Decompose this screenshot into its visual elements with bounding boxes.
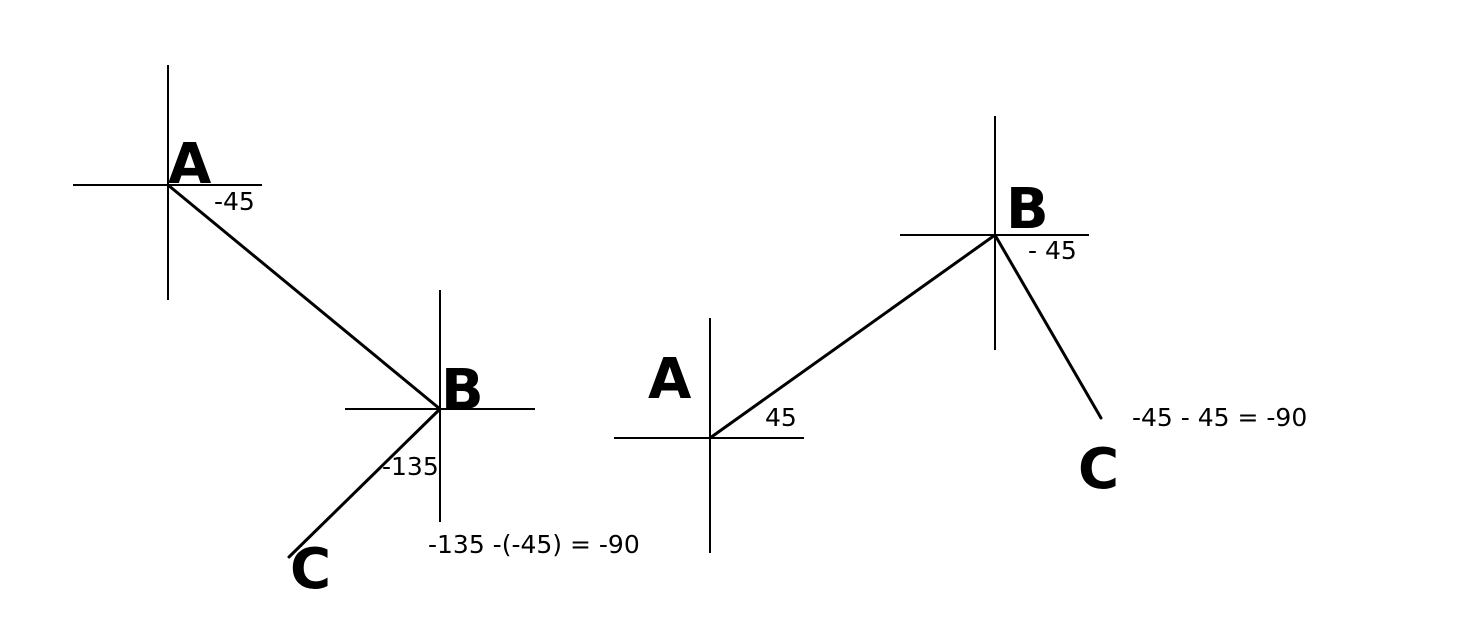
right-diagram: A B C 45 - 45 -45 - 45 = -90: [614, 116, 1307, 553]
left-point-b-label: B: [441, 358, 484, 423]
left-equation: -135 -(-45) = -90: [428, 530, 640, 559]
left-angle-b-label: -135: [382, 452, 439, 481]
left-segment-ab: [166, 183, 442, 411]
right-segment-ab: [708, 233, 997, 440]
right-angle-b-label: - 45: [1028, 236, 1077, 265]
right-point-a-label: A: [648, 347, 692, 412]
right-point-b-label: B: [1006, 177, 1049, 242]
right-point-c-label: C: [1078, 437, 1119, 502]
left-angle-a-label: -45: [214, 187, 255, 216]
left-segment-bc: [287, 407, 442, 559]
left-diagram: A B C -45 -135 -135 -(-45) = -90: [73, 65, 640, 602]
right-equation: -45 - 45 = -90: [1132, 403, 1307, 432]
left-point-a-label: A: [168, 132, 212, 197]
right-segment-bc: [993, 233, 1103, 420]
left-point-c-label: C: [290, 537, 331, 602]
right-angle-a-label: 45: [765, 403, 797, 432]
